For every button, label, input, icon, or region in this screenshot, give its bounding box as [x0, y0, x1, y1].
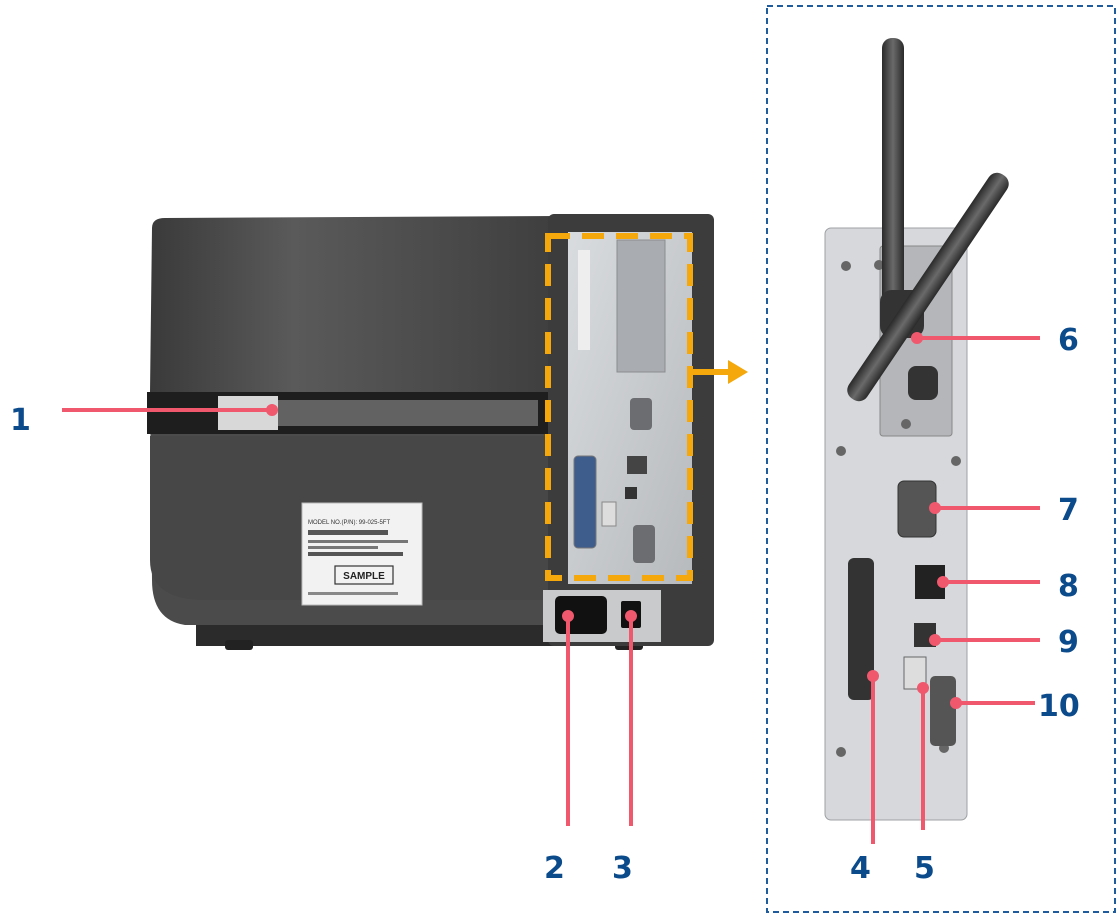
rating-label: MODEL NO.(P/N): 99-025-5FT SAMPLE — [301, 502, 423, 606]
printer-body: MODEL NO.(P/N): 99-025-5FT SAMPLE — [147, 214, 714, 650]
callout-10: 10 — [1038, 689, 1080, 724]
printer-interface-panel — [543, 232, 692, 642]
printer-cover — [150, 216, 560, 392]
callout-4: 4 — [850, 851, 871, 886]
rating-label-sample: SAMPLE — [343, 571, 385, 582]
callout-1: 1 — [10, 403, 31, 438]
callout-3: 3 — [612, 851, 633, 886]
detail-interface-panel — [824, 38, 1009, 821]
antenna-2 — [847, 172, 1009, 402]
callout-9: 9 — [1058, 625, 1079, 660]
usb-host-port — [903, 656, 927, 690]
callout-2: 2 — [544, 851, 565, 886]
callout-7: 7 — [1058, 493, 1079, 528]
callout-6: 6 — [1058, 323, 1079, 358]
callout-numbers: 1 2 3 4 5 6 7 8 9 10 — [10, 323, 1080, 886]
callout-8: 8 — [1058, 569, 1079, 604]
highlight-box — [545, 233, 693, 581]
detail-arrow — [690, 360, 748, 384]
parallel-port — [848, 558, 874, 700]
detail-view-border — [766, 5, 1116, 913]
callout-5: 5 — [914, 851, 935, 886]
media-roll-shaft — [278, 400, 538, 426]
printer-foot-left — [225, 640, 253, 650]
rating-label-model: MODEL NO.(P/N): 99-025-5FT — [308, 520, 390, 526]
gpio-port — [930, 676, 956, 746]
leader-lines — [62, 332, 1040, 844]
